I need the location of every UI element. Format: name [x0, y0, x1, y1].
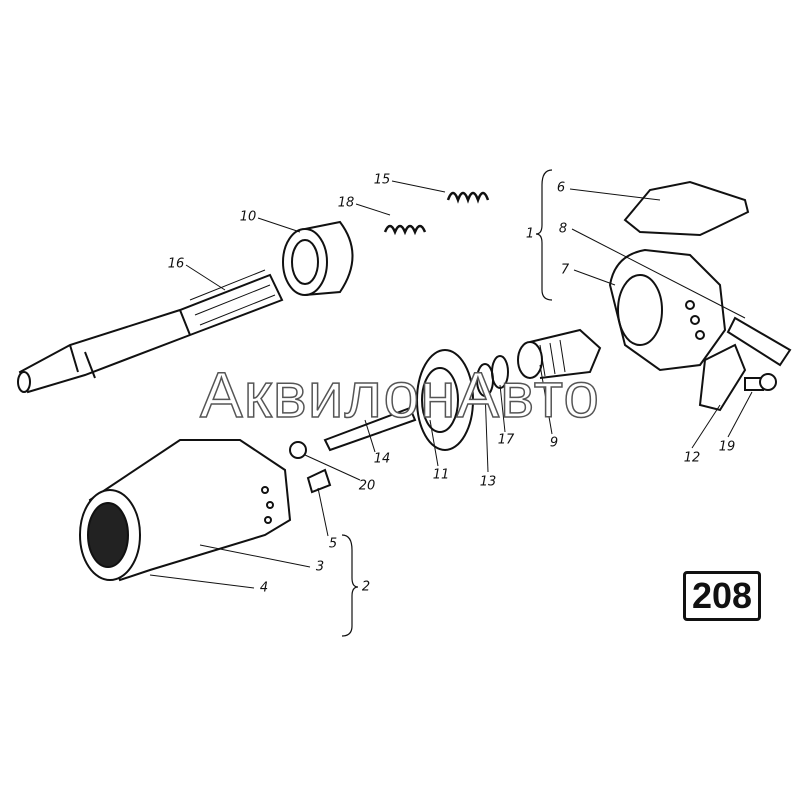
ring-part-10	[282, 220, 354, 296]
leader-lines	[149, 180, 753, 589]
bolt-part-9	[517, 328, 602, 379]
label-8: 8	[558, 221, 568, 237]
label-19: 19	[718, 439, 736, 455]
label-3: 3	[315, 559, 325, 575]
label-4: 4	[259, 580, 269, 596]
label-15: 15	[373, 172, 391, 188]
pin-part-5	[306, 468, 332, 494]
label-6: 6	[556, 180, 566, 196]
rod-part-14	[323, 406, 417, 452]
label-13: 13	[479, 474, 497, 490]
label-20: 20	[358, 478, 376, 494]
housing-part-7	[608, 248, 727, 372]
label-16: 16	[167, 256, 185, 272]
label-17: 17	[497, 432, 515, 448]
washer-part-20	[289, 441, 307, 459]
label-12: 12	[683, 450, 701, 466]
screw-part-19	[744, 373, 777, 391]
pin-part-8	[726, 316, 792, 367]
label-1: 1	[525, 226, 535, 242]
label-7: 7	[560, 262, 570, 278]
lever-part-6	[623, 180, 750, 237]
brackets	[341, 169, 553, 637]
page-number-badge: 208	[683, 571, 761, 621]
label-14: 14	[373, 451, 391, 467]
clutch-assembly-part-3	[79, 439, 292, 582]
plate-part-12	[698, 343, 747, 412]
label-18: 18	[337, 195, 355, 211]
watermark: АквилонАвто	[199, 359, 600, 431]
label-2: 2	[361, 579, 371, 595]
label-9: 9	[549, 435, 559, 451]
label-10: 10	[239, 209, 257, 225]
label-5: 5	[328, 536, 338, 552]
spring-part-15	[446, 191, 490, 204]
shaft-part-16	[17, 269, 284, 394]
spring-part-18	[383, 224, 427, 236]
label-11: 11	[432, 467, 450, 483]
